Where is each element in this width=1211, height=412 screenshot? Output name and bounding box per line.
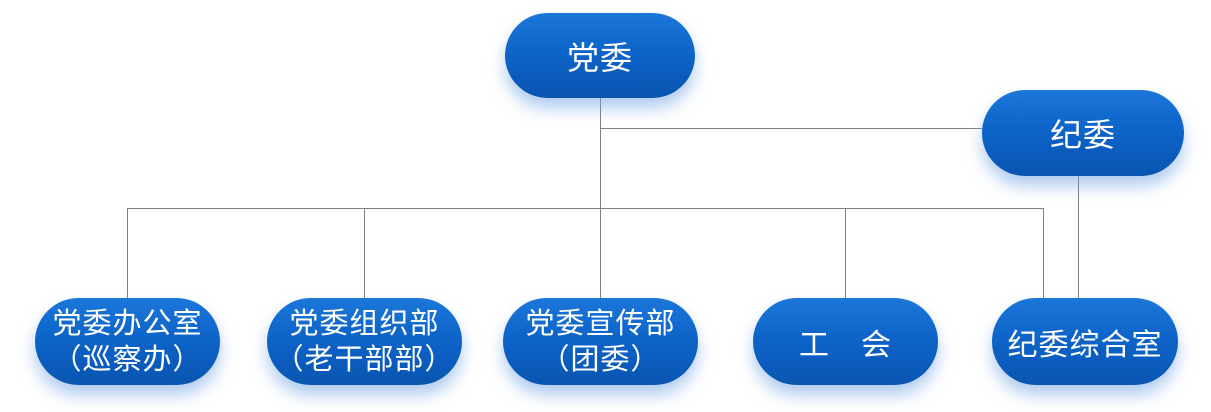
org-node-label: 纪委综合室 — [1007, 328, 1163, 362]
connector-jiwei-to-zongheshi — [1078, 176, 1079, 298]
org-node-label: 党委 — [566, 39, 633, 76]
connector-dangwei-to-xuanchuanbu — [600, 98, 601, 298]
org-node-label: 工 会 — [799, 328, 892, 362]
org-node-label-line2: （老干部部） — [274, 343, 455, 376]
org-node-label-line1: 党委办公室 — [52, 307, 203, 340]
org-node-dangwei: 党委 — [505, 13, 695, 98]
org-node-xuanchuanbu: 党委宣传部 （团委） — [503, 298, 698, 385]
connector-drop-bangongshi — [127, 208, 128, 298]
org-node-label-line1: 党委宣传部 — [525, 307, 676, 340]
org-node-label-line2: （团委） — [540, 343, 661, 376]
org-node-gonghui: 工 会 — [753, 298, 938, 385]
org-node-bangongshi: 党委办公室 （巡察办） — [35, 298, 220, 385]
org-node-label: 纪委 — [1049, 117, 1116, 153]
org-node-label-line1: 党委组织部 — [289, 307, 440, 340]
connector-drop-gonghui — [845, 208, 846, 298]
org-node-zongheshi: 纪委综合室 — [992, 298, 1178, 385]
connector-drop-zongheshi — [1043, 208, 1044, 298]
org-node-jiwei: 纪委 — [982, 90, 1184, 176]
org-node-label-line2: （巡察办） — [52, 343, 203, 376]
connector-dangwei-to-jiwei — [600, 128, 982, 129]
connector-drop-zuzhibu — [364, 208, 365, 298]
connector-distribution-rail — [127, 208, 1043, 209]
org-node-zuzhibu: 党委组织部 （老干部部） — [267, 298, 462, 385]
